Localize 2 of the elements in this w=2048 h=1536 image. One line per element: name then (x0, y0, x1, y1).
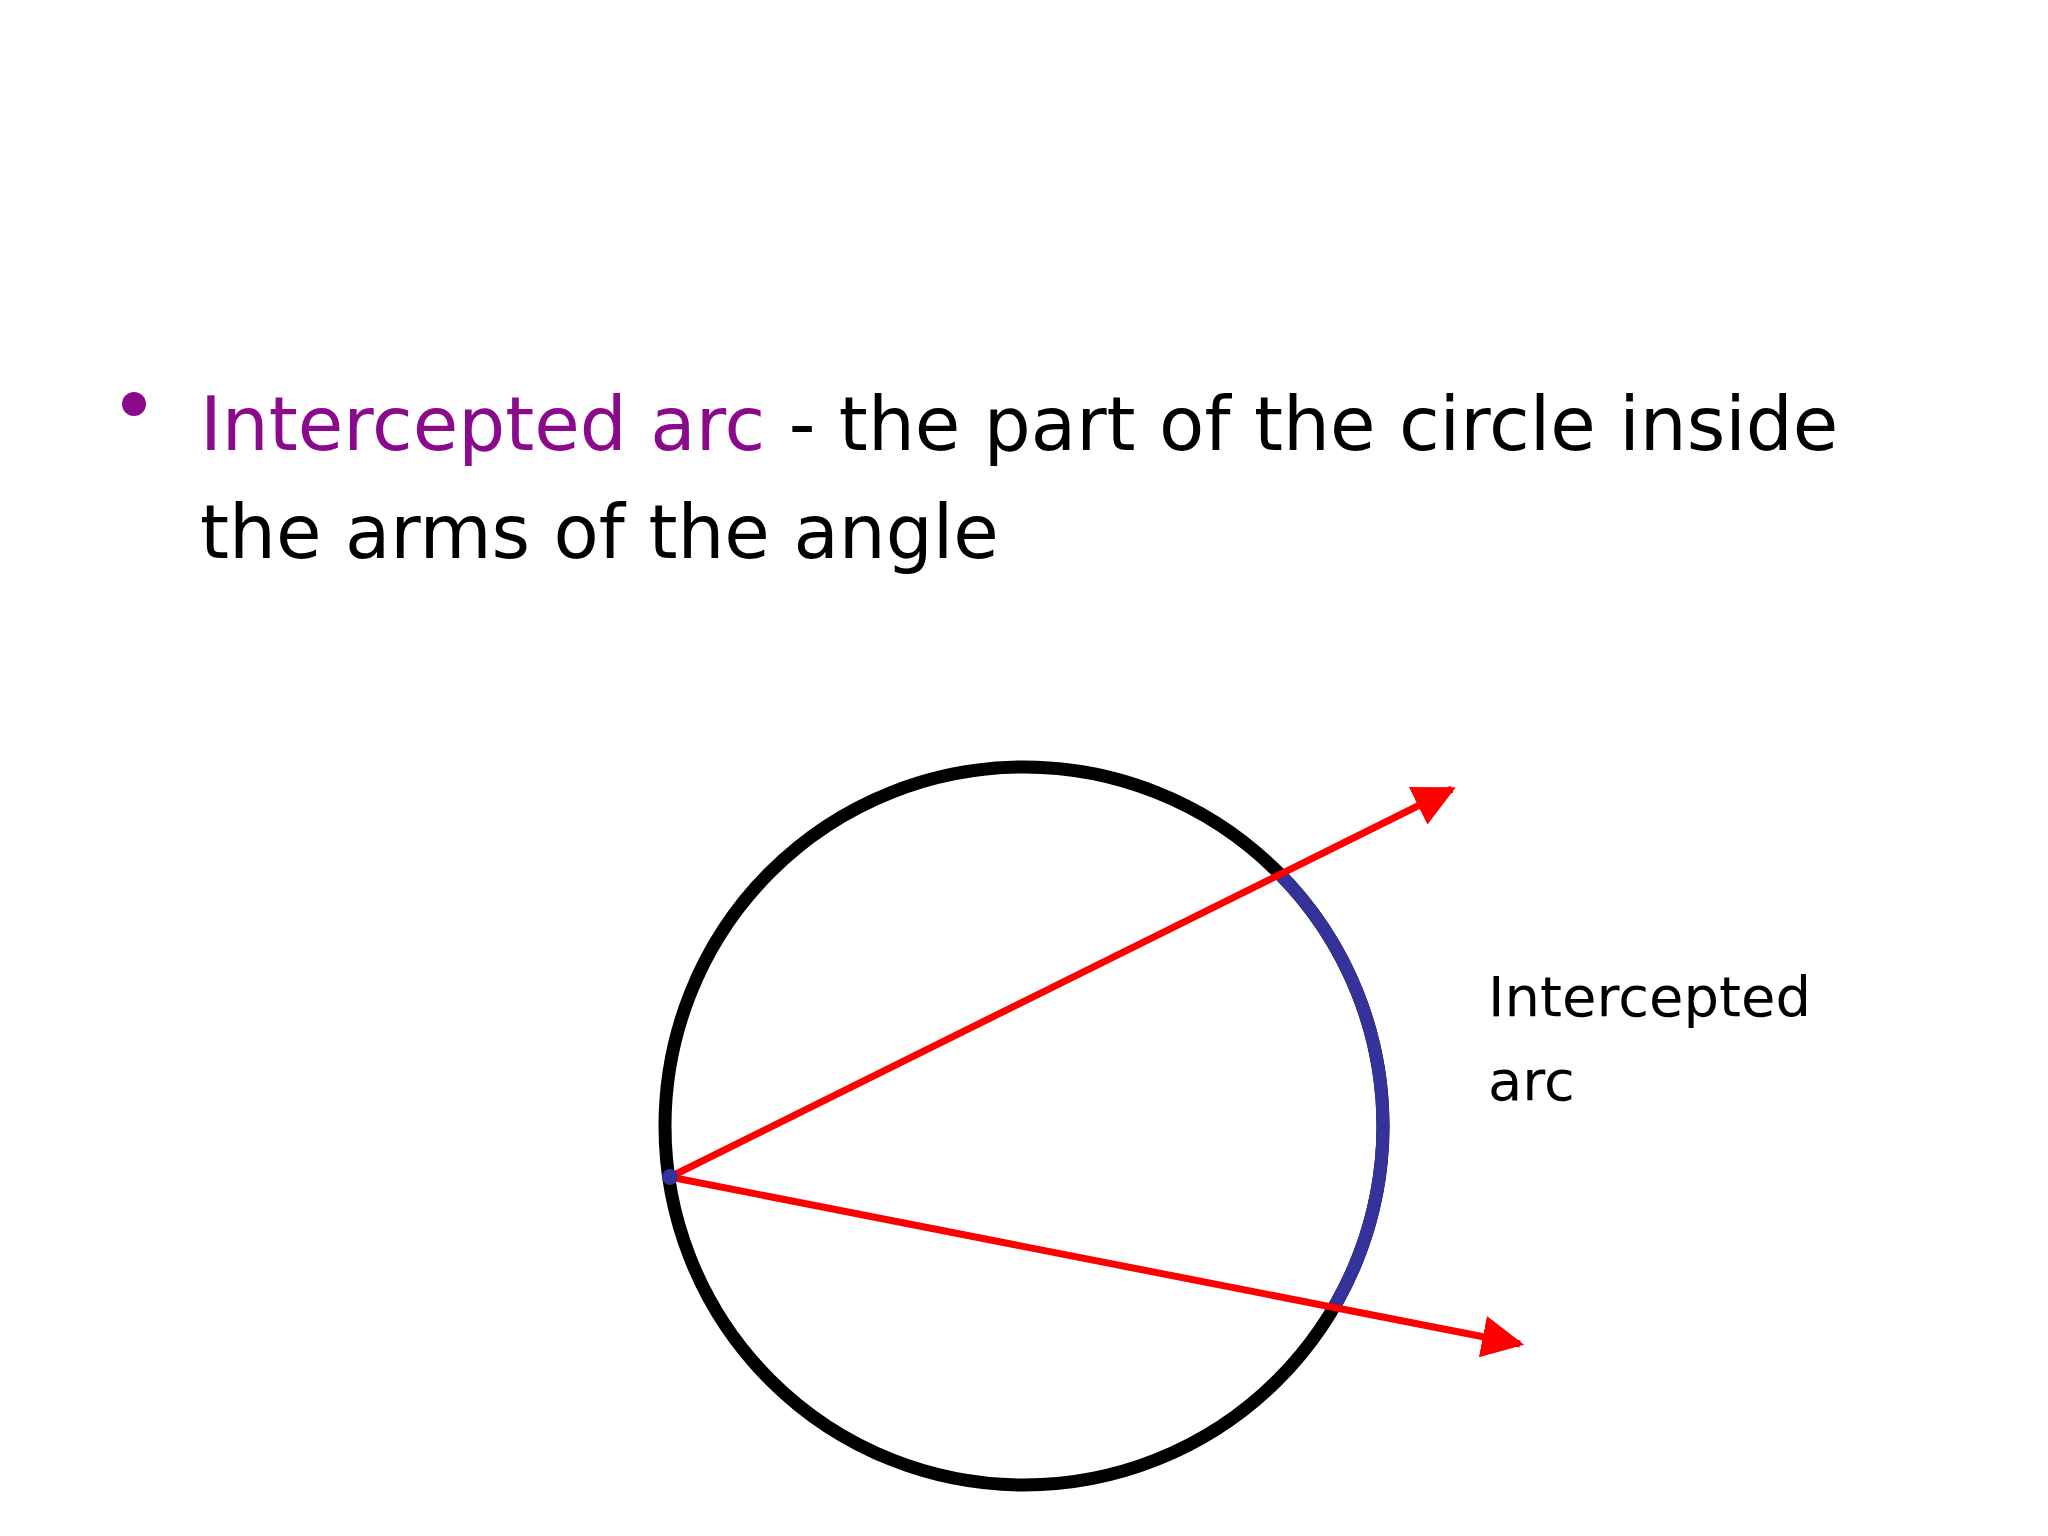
arc-label: Intercepted arc (1488, 963, 1812, 1115)
definition-text: Intercepted arc - the part of the circle inside the arms of the angle (200, 380, 1840, 577)
